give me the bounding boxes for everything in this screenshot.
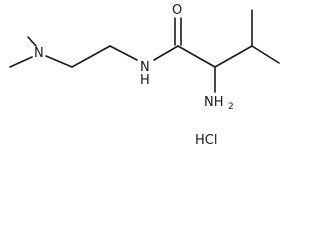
atom-amino-subscript: 2 — [228, 102, 234, 112]
bond-n-ch2 — [45, 55, 73, 68]
bond-alpha-ch — [214, 45, 253, 68]
bond-amide-n-carbonyl — [153, 45, 179, 61]
bond-ch2-ch2 — [71, 45, 111, 68]
salt-label: HCl — [195, 133, 217, 148]
bond-ch2-amide-n — [109, 45, 138, 61]
atom-dimethylamino-n: N — [34, 46, 44, 61]
atom-amide-n: N — [140, 60, 150, 75]
bond-methyl1-n — [27, 36, 37, 47]
bond-ch-methyl-right — [251, 45, 280, 64]
atom-carbonyl-o: O — [172, 3, 182, 18]
bond-carbonyl-alpha — [177, 45, 216, 68]
atom-amide-h: H — [140, 73, 150, 88]
chemical-structure: N N H O NH 2 HCl — [9, 3, 280, 148]
bond-methyl2-n — [9, 56, 33, 68]
atom-amino-nh: NH — [204, 95, 224, 110]
